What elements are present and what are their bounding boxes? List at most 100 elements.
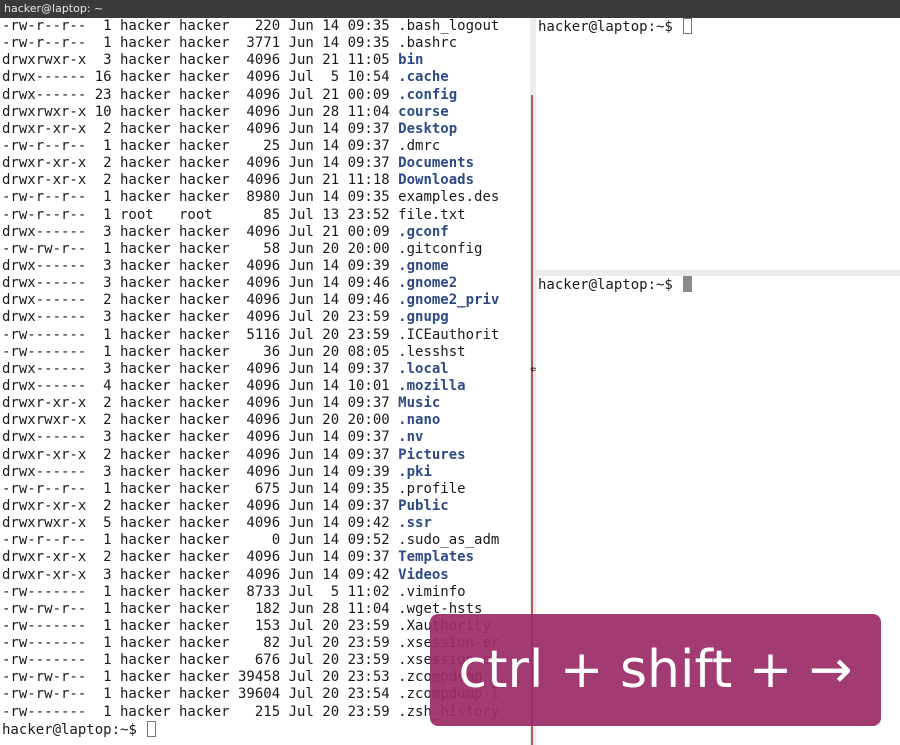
ls-line-meta: drwxrwxr-x 3 hacker hacker 4096 Jun 21 1… xyxy=(2,52,399,69)
ls-dir-name: bin xyxy=(398,52,424,69)
ls-line: drwxr-xr-x 2 hacker hacker 4096 Jun 14 0… xyxy=(2,498,499,515)
ls-line-meta: drwxr-xr-x 2 hacker hacker 4096 Jun 14 0… xyxy=(2,120,399,137)
ls-line: drwx------ 16 hacker hacker 4096 Jul 5 1… xyxy=(2,69,499,86)
ls-line-meta: -rw------- 1 hacker hacker 5116 Jul 20 2… xyxy=(2,326,399,343)
ls-dir-name: Desktop xyxy=(398,120,458,137)
ls-line-meta: drwxr-xr-x 2 hacker hacker 4096 Jun 14 0… xyxy=(2,155,399,172)
ls-line: -rw------- 1 hacker hacker 153 Jul 20 23… xyxy=(2,618,499,635)
ls-file-name: .profile xyxy=(398,480,466,497)
ls-file-name: .dmrc xyxy=(398,137,441,154)
ls-line: drwx------ 3 hacker hacker 4096 Jun 14 0… xyxy=(2,464,499,481)
ls-line-meta: drwx------ 4 hacker hacker 4096 Jun 14 1… xyxy=(2,377,399,394)
ls-dir-name: .ssr xyxy=(398,515,432,532)
ls-line-meta: -rw-rw-r-- 1 hacker hacker 182 Jun 28 11… xyxy=(2,600,399,617)
ls-dir-name: .local xyxy=(398,360,449,377)
ls-dir-name: Templates xyxy=(398,549,475,566)
ls-line: drwxr-xr-x 2 hacker hacker 4096 Jun 14 0… xyxy=(2,549,499,566)
ls-dir-name: .gnupg xyxy=(398,309,449,326)
ls-line: drwx------ 3 hacker hacker 4096 Jun 14 0… xyxy=(2,258,499,275)
ls-line-meta: -rw-r--r-- 1 hacker hacker 0 Jun 14 09:5… xyxy=(2,532,399,549)
ls-dir-name: Pictures xyxy=(398,446,466,463)
ls-file-name: .ICEauthorit xyxy=(398,326,500,343)
ls-line-meta: drwx------ 3 hacker hacker 4096 Jun 14 0… xyxy=(2,463,399,480)
ls-line: -rw------- 1 hacker hacker 676 Jul 20 23… xyxy=(2,652,499,669)
ls-file-name: .bashrc xyxy=(398,35,458,52)
ls-dir-name: .config xyxy=(398,86,458,103)
ls-line-meta: -rw-rw-r-- 1 hacker hacker 39458 Jul 20 … xyxy=(2,669,399,686)
ls-file-name: .gitconfig xyxy=(398,240,483,257)
prompt-line: hacker@laptop:~$ xyxy=(538,276,693,294)
ls-dir-name: .nv xyxy=(398,429,424,446)
ls-line: drwxr-xr-x 2 hacker hacker 4096 Jun 14 0… xyxy=(2,121,499,138)
ls-line: -rw-rw-r-- 1 hacker hacker 182 Jun 28 11… xyxy=(2,601,499,618)
ls-line-meta: -rw------- 1 hacker hacker 153 Jul 20 23… xyxy=(2,617,399,634)
ls-file-name: .wget-hsts xyxy=(398,600,483,617)
ls-file-name: .lesshst xyxy=(398,343,466,360)
ls-line: drwx------ 3 hacker hacker 4096 Jun 14 0… xyxy=(2,429,499,446)
prompt-line: hacker@laptop:~$ xyxy=(538,18,693,36)
ls-line: drwx------ 4 hacker hacker 4096 Jun 14 1… xyxy=(2,378,499,395)
ls-line-meta: drwxr-xr-x 2 hacker hacker 4096 Jun 14 0… xyxy=(2,549,399,566)
text-cursor xyxy=(683,18,693,34)
ls-line: -rw-rw-r-- 1 hacker hacker 39604 Jul 20 … xyxy=(2,686,499,703)
ls-line: drwxr-xr-x 2 hacker hacker 4096 Jun 14 0… xyxy=(2,447,499,464)
ls-line-meta: -rw-rw-r-- 1 hacker hacker 39604 Jul 20 … xyxy=(2,686,399,703)
ls-dir-name: course xyxy=(398,103,449,120)
ls-line: drwx------ 3 hacker hacker 4096 Jun 14 0… xyxy=(2,275,499,292)
ls-dir-name: Music xyxy=(398,395,441,412)
ls-line: drwxrwxr-x 5 hacker hacker 4096 Jun 14 0… xyxy=(2,515,499,532)
ls-line-meta: drwxr-xr-x 2 hacker hacker 4096 Jun 14 0… xyxy=(2,446,399,463)
ls-line: -rw-rw-r-- 1 hacker hacker 58 Jun 20 20:… xyxy=(2,241,499,258)
ls-line-meta: drwx------ 16 hacker hacker 4096 Jul 5 1… xyxy=(2,69,399,86)
ls-line: -rw------- 1 hacker hacker 215 Jul 20 23… xyxy=(2,704,499,721)
ls-line: -rw-r--r-- 1 hacker hacker 220 Jun 14 09… xyxy=(2,18,499,35)
ls-line: drwxr-xr-x 3 hacker hacker 4096 Jun 14 0… xyxy=(2,567,499,584)
ls-line-meta: drwx------ 3 hacker hacker 4096 Jun 14 0… xyxy=(2,257,399,274)
ls-dir-name: .pki xyxy=(398,463,432,480)
ls-dir-name: .mozilla xyxy=(398,377,466,394)
ls-line-meta: -rw------- 1 hacker hacker 36 Jun 20 08:… xyxy=(2,343,399,360)
ls-line-meta: -rw-r--r-- 1 hacker hacker 8980 Jun 14 0… xyxy=(2,189,399,206)
ls-file-name: file.txt xyxy=(398,206,466,223)
resize-cursor-icon: ⇔ xyxy=(530,362,540,376)
ls-line-meta: drwx------ 2 hacker hacker 4096 Jun 14 0… xyxy=(2,292,399,309)
ls-line-meta: drwx------ 23 hacker hacker 4096 Jul 21 … xyxy=(2,86,399,103)
ls-line: -rw------- 1 hacker hacker 5116 Jul 20 2… xyxy=(2,327,499,344)
prompt-text: hacker@laptop:~$ xyxy=(538,277,682,293)
terminal-pane-right-top[interactable]: hacker@laptop:~$ xyxy=(536,18,900,270)
ls-line: -rw------- 1 hacker hacker 36 Jun 20 08:… xyxy=(2,344,499,361)
ls-line: drwx------ 3 hacker hacker 4096 Jun 14 0… xyxy=(2,361,499,378)
ls-line: drwxr-xr-x 2 hacker hacker 4096 Jun 21 1… xyxy=(2,172,499,189)
ls-dir-name: .nano xyxy=(398,412,441,429)
ls-line-meta: -rw-r--r-- 1 hacker hacker 3771 Jun 14 0… xyxy=(2,35,399,52)
ls-line: drwxrwxr-x 2 hacker hacker 4096 Jun 20 2… xyxy=(2,412,499,429)
ls-line: drwx------ 23 hacker hacker 4096 Jul 21 … xyxy=(2,87,499,104)
ls-line-meta: -rw-rw-r-- 1 hacker hacker 58 Jun 20 20:… xyxy=(2,240,399,257)
ls-line-meta: -rw------- 1 hacker hacker 676 Jul 20 23… xyxy=(2,652,399,669)
keyboard-shortcut-overlay: ctrl + shift + → xyxy=(430,614,881,726)
ls-line: -rw-r--r-- 1 hacker hacker 675 Jun 14 09… xyxy=(2,481,499,498)
ls-line-meta: drwx------ 3 hacker hacker 4096 Jun 14 0… xyxy=(2,429,399,446)
window-titlebar[interactable]: hacker@laptop: ~ xyxy=(0,0,900,18)
ls-line-meta: drwxr-xr-x 2 hacker hacker 4096 Jun 21 1… xyxy=(2,172,399,189)
ls-line-meta: -rw------- 1 hacker hacker 8733 Jul 5 11… xyxy=(2,583,399,600)
ls-line-meta: drwxr-xr-x 2 hacker hacker 4096 Jun 14 0… xyxy=(2,497,399,514)
ls-line-meta: -rw-r--r-- 1 hacker hacker 25 Jun 14 09:… xyxy=(2,137,399,154)
ls-dir-name: .gnome xyxy=(398,257,449,274)
window-title: hacker@laptop: ~ xyxy=(4,2,104,15)
ls-dir-name: Documents xyxy=(398,155,475,172)
ls-line: drwx------ 2 hacker hacker 4096 Jun 14 0… xyxy=(2,292,499,309)
prompt-text: hacker@laptop:~$ xyxy=(538,19,682,35)
vertical-pane-splitter[interactable] xyxy=(530,18,536,745)
ls-file-name: .bash_logout xyxy=(398,18,500,34)
ls-line: drwx------ 3 hacker hacker 4096 Jul 21 0… xyxy=(2,224,499,241)
horizontal-pane-splitter[interactable] xyxy=(536,270,900,276)
ls-line: -rw------- 1 hacker hacker 82 Jul 20 23:… xyxy=(2,635,499,652)
prompt-line: hacker@laptop:~$ xyxy=(2,720,499,738)
terminal-pane-left[interactable]: -rw-r--r-- 1 hacker hacker 220 Jun 14 09… xyxy=(0,18,530,745)
text-cursor xyxy=(147,720,157,737)
ls-line-meta: -rw------- 1 hacker hacker 215 Jul 20 23… xyxy=(2,703,399,720)
ls-file-name: .sudo_as_adm xyxy=(398,532,500,549)
ls-line-meta: drwxrwxr-x 2 hacker hacker 4096 Jun 20 2… xyxy=(2,412,399,429)
ls-line-meta: drwx------ 3 hacker hacker 4096 Jul 20 2… xyxy=(2,309,399,326)
